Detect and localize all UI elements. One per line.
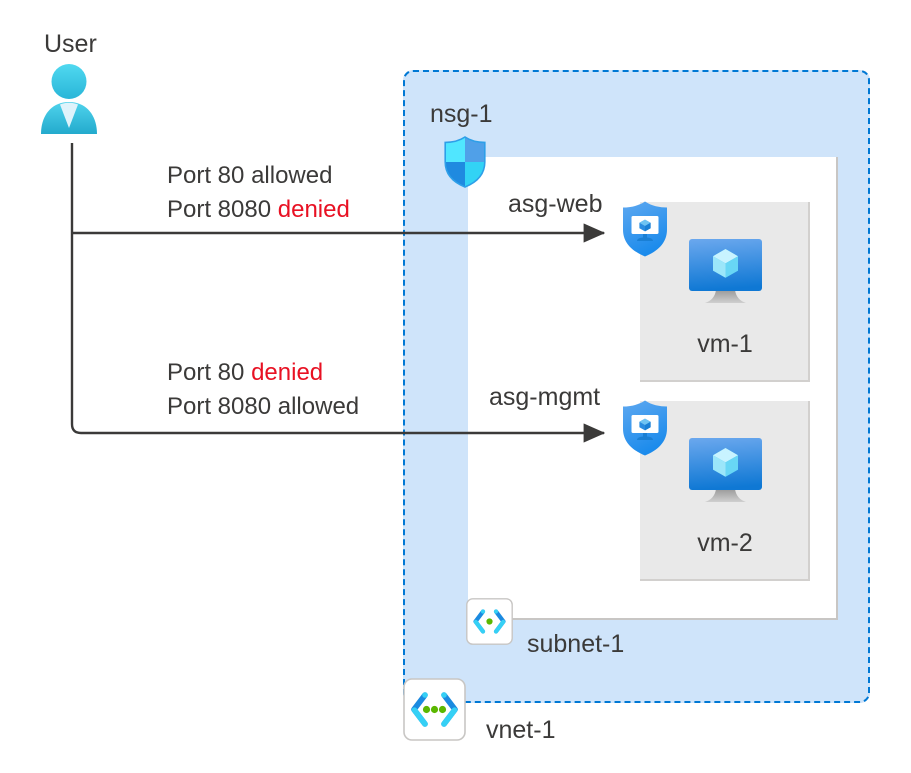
asg-icon [623, 201, 667, 257]
asg-mgmt-label: asg-mgmt [489, 383, 601, 411]
vm-1-label: vm-1 [697, 330, 753, 358]
rule-port: Port 8080 [167, 393, 272, 421]
rule-port: Port 80 [167, 359, 245, 386]
rule-action: allowed [251, 162, 333, 189]
subnet-label: subnet-1 [527, 630, 625, 658]
flow-web-rules: Port 80 allowed Port 8080 denied [167, 159, 350, 227]
vm-icon [689, 239, 762, 303]
flow-mgmt-rules: Port 80 denied Port 8080 allowed [167, 356, 359, 424]
shield-icon [444, 136, 486, 188]
rule-line: Port 80 denied [167, 356, 359, 390]
user-label: User [44, 30, 97, 58]
vm-2-label: vm-2 [697, 529, 753, 557]
user-icon [41, 64, 97, 134]
nsg-label: nsg-1 [430, 100, 493, 128]
asg-icon [623, 400, 667, 456]
rule-action: denied [277, 196, 350, 224]
rule-action: denied [251, 359, 324, 386]
asg-web-label: asg-web [508, 190, 603, 218]
rule-action: allowed [277, 393, 360, 421]
vnet-icon [403, 678, 466, 741]
rule-line: Port 8080 denied [167, 193, 350, 227]
rule-port: Port 8080 [167, 196, 272, 224]
rule-port: Port 80 [167, 162, 245, 189]
vm-icon [689, 438, 762, 502]
rule-line: Port 8080 allowed [167, 390, 359, 424]
subnet-icon [466, 598, 513, 645]
rule-line: Port 80 allowed [167, 159, 350, 193]
vnet-label: vnet-1 [486, 716, 556, 744]
